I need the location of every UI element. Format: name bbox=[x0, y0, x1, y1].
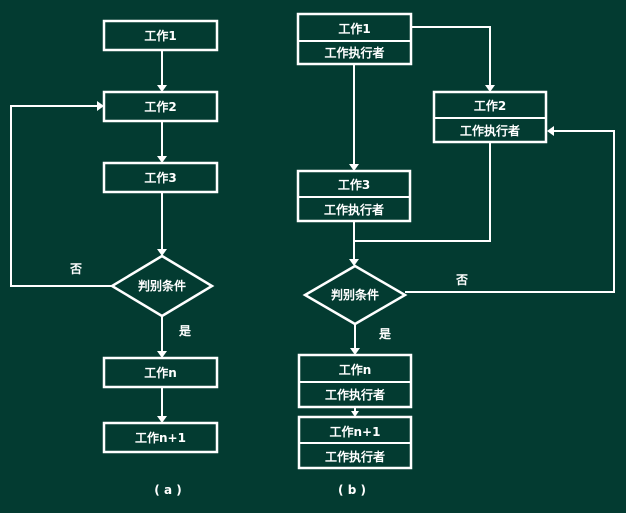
b-step1-label: 工作1 bbox=[338, 21, 370, 36]
a-no-label: 否 bbox=[69, 262, 82, 276]
b-decision-label: 判别条件 bbox=[331, 287, 379, 302]
a-caption: ( a ) bbox=[154, 483, 181, 497]
b-connector-2-merge bbox=[354, 142, 491, 242]
b-arrow-3-decision bbox=[349, 259, 359, 266]
b-connector-1-2 bbox=[411, 26, 491, 86]
a-loop-back-connector bbox=[10, 105, 112, 287]
b-step-n-label: 工作n bbox=[339, 362, 372, 377]
b-yes-label: 是 bbox=[378, 327, 392, 341]
a-arrow-1-2 bbox=[157, 85, 167, 92]
a-step3-box bbox=[102, 161, 219, 194]
b-step-n1-exec-label: 工作执行者 bbox=[325, 449, 385, 464]
a-arrow-2-3 bbox=[157, 156, 167, 163]
a-decision-label: 判别条件 bbox=[138, 278, 186, 293]
b-arrow-1-2 bbox=[485, 85, 495, 92]
b-step-n1-label: 工作n+1 bbox=[330, 424, 381, 439]
a-step2-label: 工作2 bbox=[144, 99, 176, 114]
b-arrow-1-3 bbox=[349, 164, 359, 171]
a-step-n-box bbox=[102, 356, 219, 389]
b-arrow-n-n1 bbox=[351, 411, 359, 417]
a-step2-box bbox=[102, 90, 219, 123]
b-step3-exec-label: 工作执行者 bbox=[324, 202, 384, 217]
a-step-n1-box bbox=[102, 421, 219, 454]
b-arrow-loop-back bbox=[547, 126, 554, 136]
b-step3-label: 工作3 bbox=[338, 177, 370, 192]
a-step1-label: 工作1 bbox=[144, 28, 176, 43]
b-step-n-exec-label: 工作执行者 bbox=[325, 387, 385, 402]
b-arrow-decision-n bbox=[350, 348, 360, 355]
b-no-label: 否 bbox=[455, 273, 468, 287]
a-arrow-n-n1 bbox=[157, 416, 167, 423]
diagram-a: 工作1 工作2 工作3 判别条件 工作n 工作n+1 否 是 ( a ) bbox=[10, 19, 219, 497]
b-step1-exec-label: 工作执行者 bbox=[324, 45, 384, 60]
diagram-b: 工作1 工作执行者 工作2 工作执行者 工作3 工作执行者 判别条件 工作n 工… bbox=[296, 12, 615, 497]
a-arrow-loop-back bbox=[97, 101, 104, 111]
b-caption: ( b ) bbox=[338, 483, 366, 497]
a-step-n1-label: 工作n+1 bbox=[135, 430, 186, 445]
a-step3-label: 工作3 bbox=[144, 170, 176, 185]
a-yes-label: 是 bbox=[178, 324, 192, 338]
a-step1-box bbox=[102, 19, 219, 52]
a-arrow-3-decision bbox=[157, 249, 167, 256]
a-step-n-label: 工作n bbox=[144, 365, 177, 380]
a-arrow-decision-n bbox=[157, 351, 167, 358]
b-step2-label: 工作2 bbox=[474, 98, 506, 113]
b-step2-exec-label: 工作执行者 bbox=[460, 123, 520, 138]
b-loop-back-connector bbox=[405, 130, 615, 293]
